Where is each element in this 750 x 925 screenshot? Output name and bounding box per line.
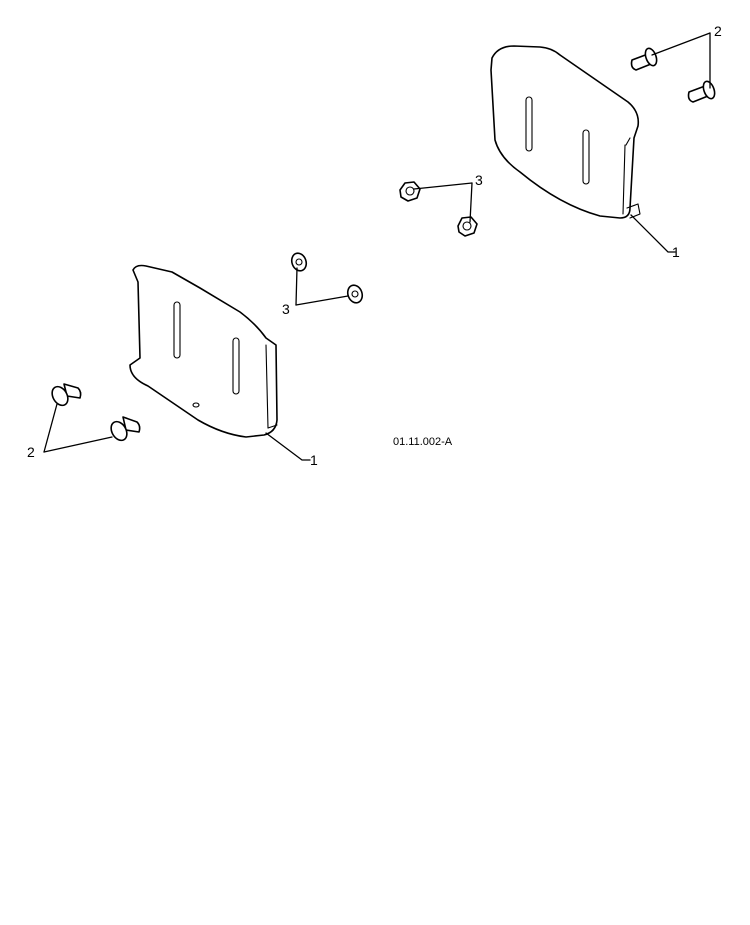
callout-2-right: 2 bbox=[714, 23, 722, 39]
skid-shoe-left bbox=[129, 264, 278, 438]
flange-nut-right-lower bbox=[457, 216, 478, 237]
flange-nut-left-upper bbox=[290, 252, 308, 272]
carriage-bolt-left-lower bbox=[110, 416, 141, 442]
skid-shoe-right bbox=[490, 45, 641, 219]
carriage-bolt-right-lower bbox=[687, 80, 716, 103]
callout-3-left: 3 bbox=[282, 301, 290, 317]
callout-1-right: 1 bbox=[672, 244, 680, 260]
leader-lines bbox=[43, 32, 711, 461]
flange-nut-right-upper bbox=[399, 181, 421, 202]
carriage-bolt-left-upper bbox=[51, 383, 82, 407]
flange-nut-left-lower bbox=[346, 284, 364, 304]
figure-reference-code: 01.11.002-A bbox=[393, 436, 453, 448]
callout-1-left: 1 bbox=[310, 452, 318, 468]
callout-2-left: 2 bbox=[27, 444, 35, 460]
callout-3-right: 3 bbox=[475, 172, 483, 188]
carriage-bolt-right-upper bbox=[630, 47, 658, 71]
